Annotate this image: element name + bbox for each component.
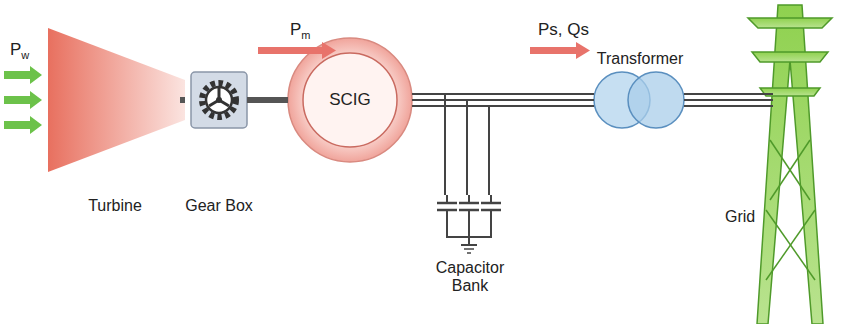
wind-arrows [4, 66, 42, 134]
node-label: Grid [725, 208, 755, 226]
symbol-subscript: w [21, 49, 29, 61]
generator-inner [303, 53, 397, 147]
node-label: Gear Box [185, 197, 253, 215]
power-arrow [258, 42, 590, 59]
grid-tower: Grid [725, 0, 841, 226]
power-line [684, 94, 773, 106]
node-label: Turbine [88, 197, 142, 215]
turbine-body [48, 28, 185, 172]
transformer: Transformer [590, 50, 690, 130]
gear-icon [202, 83, 236, 117]
transmission-tower [748, 5, 832, 324]
capacitor-feeder [445, 94, 489, 195]
node-label: Transformer [597, 50, 684, 68]
shaft [180, 100, 185, 101]
node-label: Capacitor Bank [425, 259, 515, 296]
power-symbol: Pm [290, 20, 311, 40]
symbol-letter: Ps, Qs [538, 20, 589, 39]
power-symbol: Ps, Qs [538, 20, 589, 40]
generator-outer [288, 38, 412, 162]
shaft [247, 100, 288, 101]
capacitor-symbols [427, 195, 513, 259]
symbol-letter: P [290, 20, 301, 39]
node-label: SCIG [329, 90, 371, 110]
transformer-winding [628, 72, 684, 128]
gearbox-housing [191, 72, 247, 128]
power-symbol: Pw [10, 40, 29, 60]
power-line [412, 94, 594, 106]
capacitor-bank: Capacitor Bank [425, 195, 515, 296]
symbol-letter: P [10, 40, 21, 59]
symbol-subscript: m [301, 29, 310, 41]
turbine: Turbine [45, 25, 185, 215]
gearbox: Gear Box [180, 72, 258, 215]
generator-circle: SCIG [288, 38, 412, 162]
